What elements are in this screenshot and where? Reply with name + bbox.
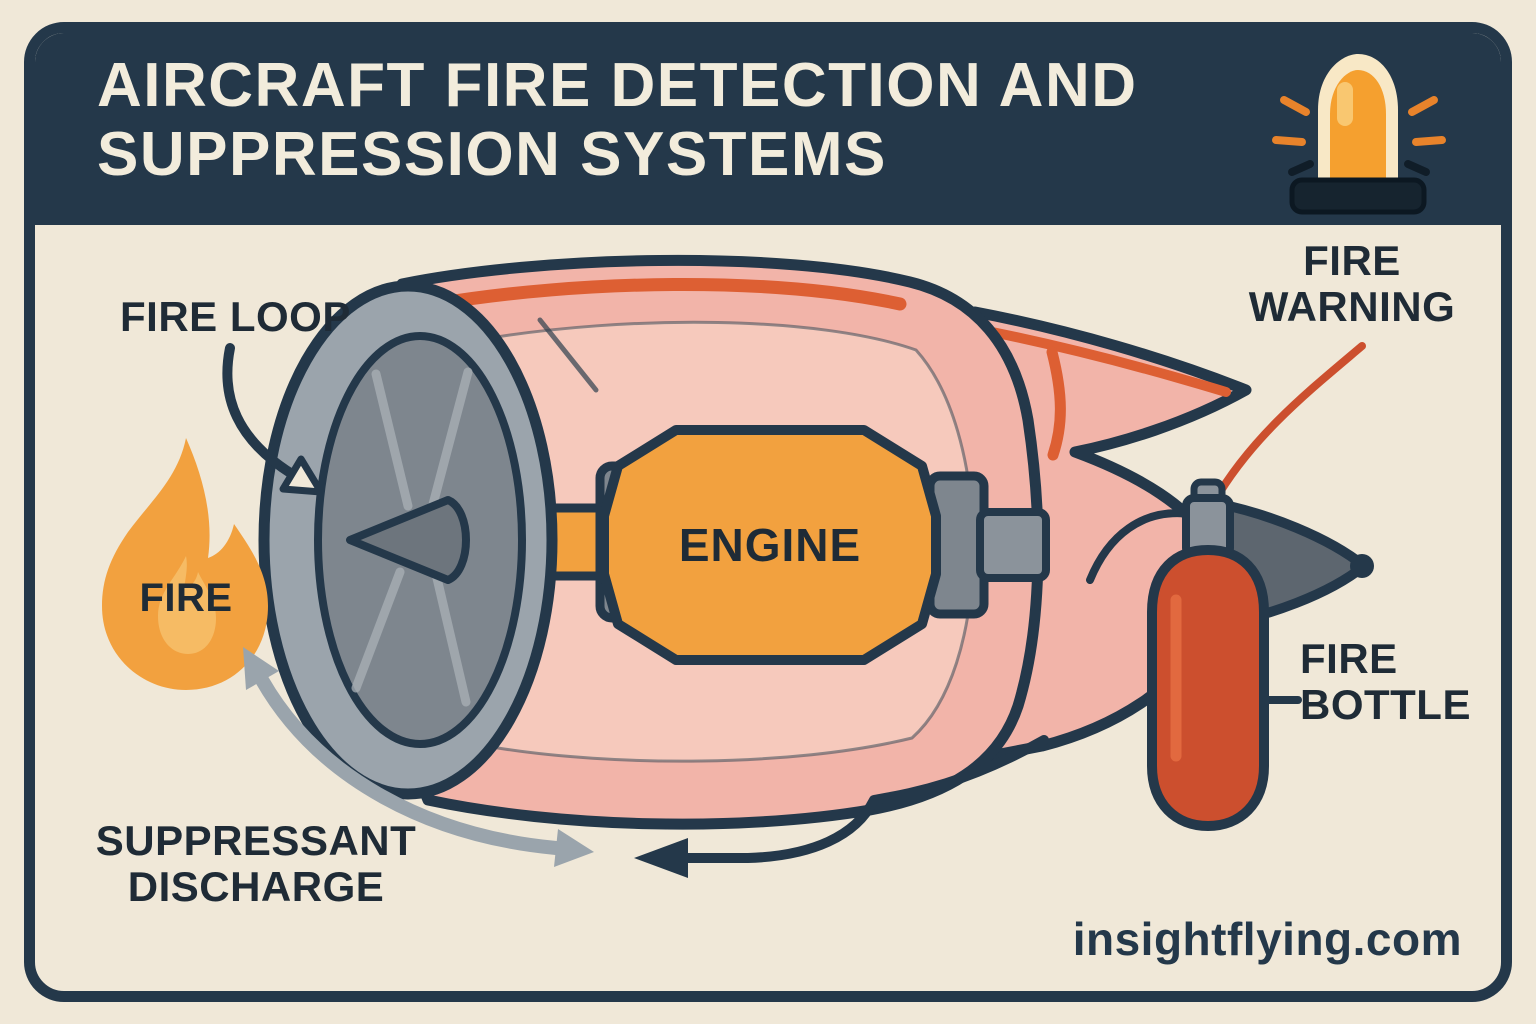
fire-bottle-line-2: BOTTLE bbox=[1300, 681, 1471, 729]
fire-loop-arrow bbox=[222, 343, 325, 496]
flame-icon bbox=[102, 438, 268, 690]
fire-warning-wire bbox=[1210, 342, 1366, 506]
fire-warning-line-1: FIRE bbox=[1303, 237, 1401, 284]
title-line-2: SUPPRESSION SYSTEMS bbox=[97, 120, 887, 190]
header-banner: AIRCRAFT FIRE DETECTION AND SUPPRESSION … bbox=[35, 33, 1501, 225]
spinner-cone bbox=[346, 496, 470, 584]
fire-warning-label: FIRE WARNING bbox=[1238, 237, 1466, 331]
engine-label: ENGINE bbox=[678, 518, 862, 571]
bottle-supply-pipe bbox=[1086, 509, 1194, 584]
fan-blade-lines bbox=[351, 367, 473, 707]
suppressant-arrow bbox=[243, 647, 594, 867]
discharge-pipe-arrow bbox=[634, 735, 1049, 878]
jet-engine-illustration bbox=[258, 254, 1374, 878]
fire-label: FIRE bbox=[139, 576, 233, 620]
warning-beacon-icon bbox=[1272, 54, 1446, 215]
fire-loop-label: FIRE LOOP bbox=[120, 293, 351, 340]
fire-bottle-illustration bbox=[1147, 478, 1302, 832]
suppressant-line-1: SUPPRESSANT bbox=[95, 817, 417, 864]
fire-bottle-line-1: FIRE bbox=[1300, 635, 1398, 682]
intake-fan bbox=[258, 280, 558, 800]
title-line-1: AIRCRAFT FIRE DETECTION AND bbox=[97, 51, 1138, 120]
fire-warning-line-2: WARNING bbox=[1248, 283, 1456, 331]
fire-bottle-label: FIRE BOTTLE bbox=[1300, 635, 1471, 729]
suppressant-discharge-label: SUPPRESSANT DISCHARGE bbox=[90, 817, 422, 911]
website-credit: insightflying.com bbox=[1072, 913, 1462, 965]
suppressant-line-2: DISCHARGE bbox=[127, 863, 385, 911]
page-title: AIRCRAFT FIRE DETECTION AND SUPPRESSION … bbox=[35, 33, 1501, 190]
